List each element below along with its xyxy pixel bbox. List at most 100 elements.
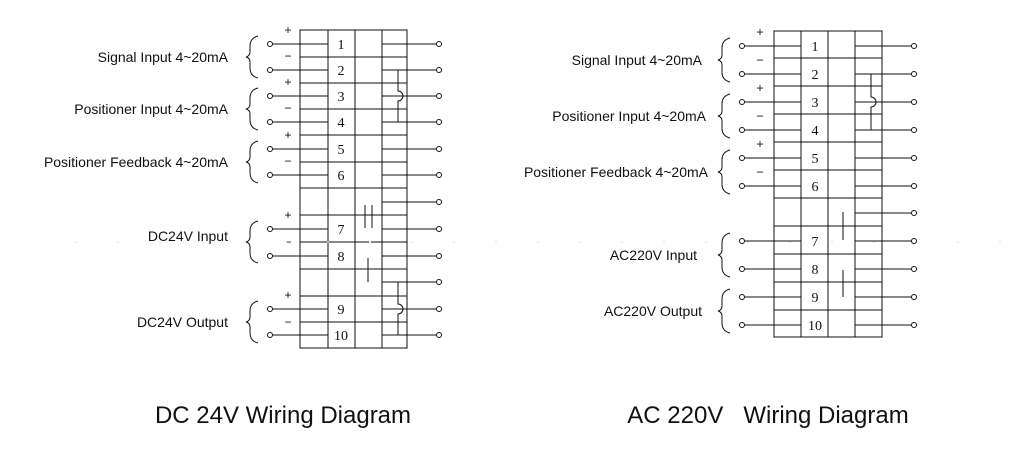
dc-group-braces bbox=[245, 35, 259, 344]
dc-wire-terminal-icon bbox=[267, 93, 273, 99]
dc-left-wires bbox=[267, 41, 328, 338]
ac-wire-terminal-icon bbox=[911, 99, 917, 105]
ac-wire-terminal-icon bbox=[911, 294, 917, 300]
ac-group-label: Signal Input 4~20mA bbox=[572, 52, 703, 68]
ac-left-wires bbox=[739, 43, 801, 328]
ac-terminal-number: 9 bbox=[812, 291, 819, 306]
ac-terminal-number: 8 bbox=[812, 263, 819, 278]
dc-wire-terminal-icon bbox=[436, 41, 442, 47]
ac-terminal-number: 5 bbox=[812, 152, 819, 167]
ac-plus-sign: + bbox=[756, 25, 763, 39]
dc-terminal-number: 4 bbox=[338, 116, 345, 131]
ac-row-separators bbox=[774, 57, 882, 311]
dc-group-label: Signal Input 4~20mA bbox=[98, 49, 229, 65]
dc-terminal-number: 7 bbox=[338, 223, 345, 238]
ac-terminal-number: 1 bbox=[812, 40, 819, 55]
dc-wire-terminal-icon bbox=[267, 253, 273, 259]
ac-wire-terminal-icon bbox=[911, 266, 917, 272]
dc-wire-terminal-icon bbox=[436, 119, 442, 125]
ac-terminal-number: 10 bbox=[808, 319, 822, 334]
dc-wire-terminal-icon bbox=[436, 279, 442, 285]
dc-wire-terminal-icon bbox=[436, 226, 442, 232]
ac-plus-sign: + bbox=[756, 81, 763, 95]
dc-group-label: Positioner Input 4~20mA bbox=[74, 101, 228, 117]
dc-jumper-loop bbox=[397, 70, 404, 122]
dc-wire-terminal-icon bbox=[436, 199, 442, 205]
ac-minus-sign: − bbox=[756, 165, 763, 179]
dc-wire-terminal-icon bbox=[436, 253, 442, 259]
ac-wire-terminal-icon bbox=[911, 183, 917, 189]
dc-wire-terminal-icon bbox=[267, 332, 273, 338]
ac-terminal-number: 7 bbox=[812, 235, 819, 250]
ac-group-label: Positioner Feedback 4~20mA bbox=[524, 164, 709, 180]
dc-terminal-number: 3 bbox=[338, 90, 345, 105]
ac-wire-terminal-icon bbox=[739, 266, 745, 272]
dc-terminal-number: 9 bbox=[338, 303, 345, 318]
ac-wire-terminal-icon bbox=[911, 238, 917, 244]
dc-minus-sign: − bbox=[284, 101, 291, 115]
ac-diagram-title: AC 220V Wiring Diagram bbox=[627, 402, 908, 429]
dc-wire-terminal-icon bbox=[436, 332, 442, 338]
dc-plus-sign: + bbox=[284, 23, 291, 37]
dc-terminal-number: 2 bbox=[338, 64, 345, 79]
dc-terminal-number: 1 bbox=[338, 38, 345, 53]
ac-jumper-loop bbox=[870, 74, 877, 130]
dc-minus-sign: − bbox=[284, 49, 291, 63]
dc-terminal-block bbox=[299, 29, 408, 349]
dc-plus-sign: + bbox=[284, 75, 291, 89]
dc-wire-terminal-icon bbox=[267, 306, 273, 312]
ac-group-label: Positioner Input 4~20mA bbox=[552, 108, 706, 124]
dc-jumper-loop bbox=[397, 282, 404, 335]
ac-wire-terminal-icon bbox=[739, 322, 745, 328]
ac-wire-terminal-icon bbox=[739, 71, 745, 77]
dc-wire-terminal-icon bbox=[436, 172, 442, 178]
dc-wire-terminal-icon bbox=[436, 146, 442, 152]
dc-plus-sign: + bbox=[284, 128, 291, 142]
ac-wire-terminal-icon bbox=[739, 238, 745, 244]
dc-plus-sign: + bbox=[284, 208, 291, 222]
dc-right-wires bbox=[382, 41, 442, 338]
dc-minus-sign: − bbox=[284, 235, 291, 249]
ac-wire-terminal-icon bbox=[911, 43, 917, 49]
dc-minus-sign: − bbox=[284, 315, 291, 329]
dc-group-label: DC24V Output bbox=[137, 314, 228, 330]
ac-wire-terminal-icon bbox=[739, 127, 745, 133]
ac-right-wires bbox=[855, 43, 917, 328]
dc-terminal-number: 8 bbox=[338, 250, 345, 265]
dc-wire-terminal-icon bbox=[267, 67, 273, 73]
ac-wire-terminal-icon bbox=[739, 43, 745, 49]
dc-terminal-number: 10 bbox=[334, 329, 348, 344]
dc-group-label: DC24V Input bbox=[148, 228, 228, 244]
ac-group-label: AC220V Input bbox=[610, 247, 697, 263]
ac-wire-terminal-icon bbox=[739, 155, 745, 161]
ac-wire-terminal-icon bbox=[911, 127, 917, 133]
ac-wire-terminal-icon bbox=[911, 155, 917, 161]
dc-wire-terminal-icon bbox=[267, 119, 273, 125]
dc-minus-sign: − bbox=[284, 154, 291, 168]
ac-wire-terminal-icon bbox=[739, 294, 745, 300]
dc-wire-terminal-icon bbox=[436, 67, 442, 73]
dc-wire-terminal-icon bbox=[267, 172, 273, 178]
ac-wire-terminal-icon bbox=[911, 210, 917, 216]
dc-wire-terminal-icon bbox=[436, 93, 442, 99]
ac-group-braces bbox=[717, 37, 731, 334]
ac-wiring-diagram: 1 2 3 4 5 6 7 8 9 10 bbox=[524, 25, 917, 429]
dc-wire-terminal-icon bbox=[267, 226, 273, 232]
dc-plus-sign: + bbox=[284, 288, 291, 302]
ac-terminal-number: 3 bbox=[812, 96, 819, 111]
dc-wire-terminal-icon bbox=[267, 41, 273, 47]
dc-terminal-number: 5 bbox=[338, 143, 345, 158]
ac-minus-sign: − bbox=[756, 109, 763, 123]
ac-terminal-number: 4 bbox=[812, 124, 819, 139]
ac-wire-terminal-icon bbox=[739, 99, 745, 105]
dc-wire-terminal-icon bbox=[267, 146, 273, 152]
dc-row-separators bbox=[300, 56, 407, 323]
ac-plus-sign: + bbox=[756, 137, 763, 151]
ac-minus-sign: − bbox=[756, 53, 763, 67]
dc-wiring-diagram: 1 2 3 4 5 6 7 8 9 10 bbox=[44, 23, 442, 429]
dc-terminal-number: 6 bbox=[338, 169, 345, 184]
dc-group-label: Positioner Feedback 4~20mA bbox=[44, 154, 229, 170]
dc-diagram-title: DC 24V Wiring Diagram bbox=[155, 402, 411, 429]
ac-terminal-number: 6 bbox=[812, 180, 819, 195]
